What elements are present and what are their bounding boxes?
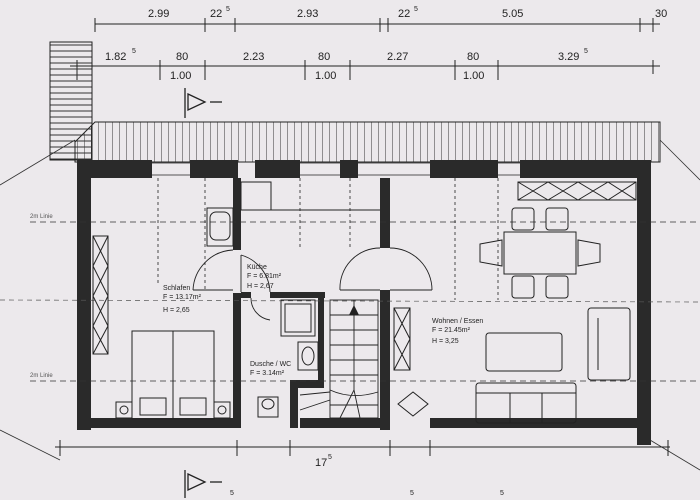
dim-top-4: 5.05 (502, 8, 523, 20)
dim-bottom-frag-1: 5 (410, 490, 414, 497)
kitchen-counter (206, 181, 380, 247)
dim-second-sup-0: 5 (132, 48, 136, 55)
room-name-dusche-wc: Dusche / WC (250, 361, 291, 368)
dimension-chain-bottom (55, 440, 670, 456)
room-height-schlafen: H = 2,65 (163, 307, 190, 314)
shelf-top-right (517, 181, 637, 201)
dim-window-height-2: 1.00 (463, 70, 484, 82)
dim-window-height-1: 1.00 (315, 70, 336, 82)
dim-second-sup-1: 5 (584, 48, 588, 55)
shelf-living (393, 307, 411, 371)
dim-bottom: 17 (315, 457, 327, 469)
windows (152, 162, 520, 176)
living-furniture (397, 307, 631, 424)
two-meter-line-upper-label: 2m Linie (30, 214, 53, 220)
shelf-left (92, 235, 109, 355)
section-marker-icon (184, 88, 222, 118)
dim-bottom-frag-0: 5 (230, 490, 234, 497)
room-area-schlafen: F = 13.17m² (163, 294, 202, 301)
roof-eave (74, 121, 661, 163)
dim-bottom-sup: 5 (328, 454, 332, 461)
room-name-wohnen-essen: Wohnen / Essen (432, 318, 483, 325)
room-area-wohnen-essen: F = 21.45m² (432, 327, 471, 334)
room-name-kueche: Küche (247, 264, 267, 271)
dim-second-5: 80 (467, 51, 479, 63)
dim-top-1: 22 (210, 8, 222, 20)
door-swings (192, 247, 433, 321)
roof-slope-lines (0, 139, 700, 471)
dimension-chain-second (70, 60, 660, 80)
dim-bottom-frag-2: 5 (500, 490, 504, 497)
room-height-kueche: H = 2,67 (247, 283, 274, 290)
dim-second-0: 1.82 (105, 51, 126, 63)
section-marker-icon (184, 470, 222, 498)
window-reveals (157, 178, 499, 300)
dim-top-5: 30 (655, 8, 667, 20)
staircase (299, 299, 379, 419)
exterior-walls (77, 160, 651, 445)
dim-second-6: 3.29 (558, 51, 579, 63)
dim-second-4: 2.27 (387, 51, 408, 63)
double-bed (115, 330, 231, 420)
dim-top-sup-0: 5 (226, 6, 230, 13)
room-height-wohnen-essen: H = 3,25 (432, 338, 459, 345)
room-area-kueche: F = 6.81m² (247, 273, 282, 280)
two-meter-line-lower-label: 2m Linie (30, 373, 53, 379)
dim-second-3: 80 (318, 51, 330, 63)
room-area-dusche-wc: F = 3.14m² (250, 370, 285, 377)
dim-second-2: 2.23 (243, 51, 264, 63)
dim-window-height-0: 1.00 (170, 70, 191, 82)
dimension-chain-top (94, 18, 660, 32)
room-name-schlafen: Schlafen (163, 285, 190, 292)
dim-top-2: 2.93 (297, 8, 318, 20)
shower-and-toilet (257, 299, 319, 418)
dim-top-0: 2.99 (148, 8, 169, 20)
dim-top-sup-1: 5 (414, 6, 418, 13)
dining-table (479, 207, 601, 299)
dim-second-1: 80 (176, 51, 188, 63)
interior-walls (233, 178, 390, 430)
dim-top-3: 22 (398, 8, 410, 20)
